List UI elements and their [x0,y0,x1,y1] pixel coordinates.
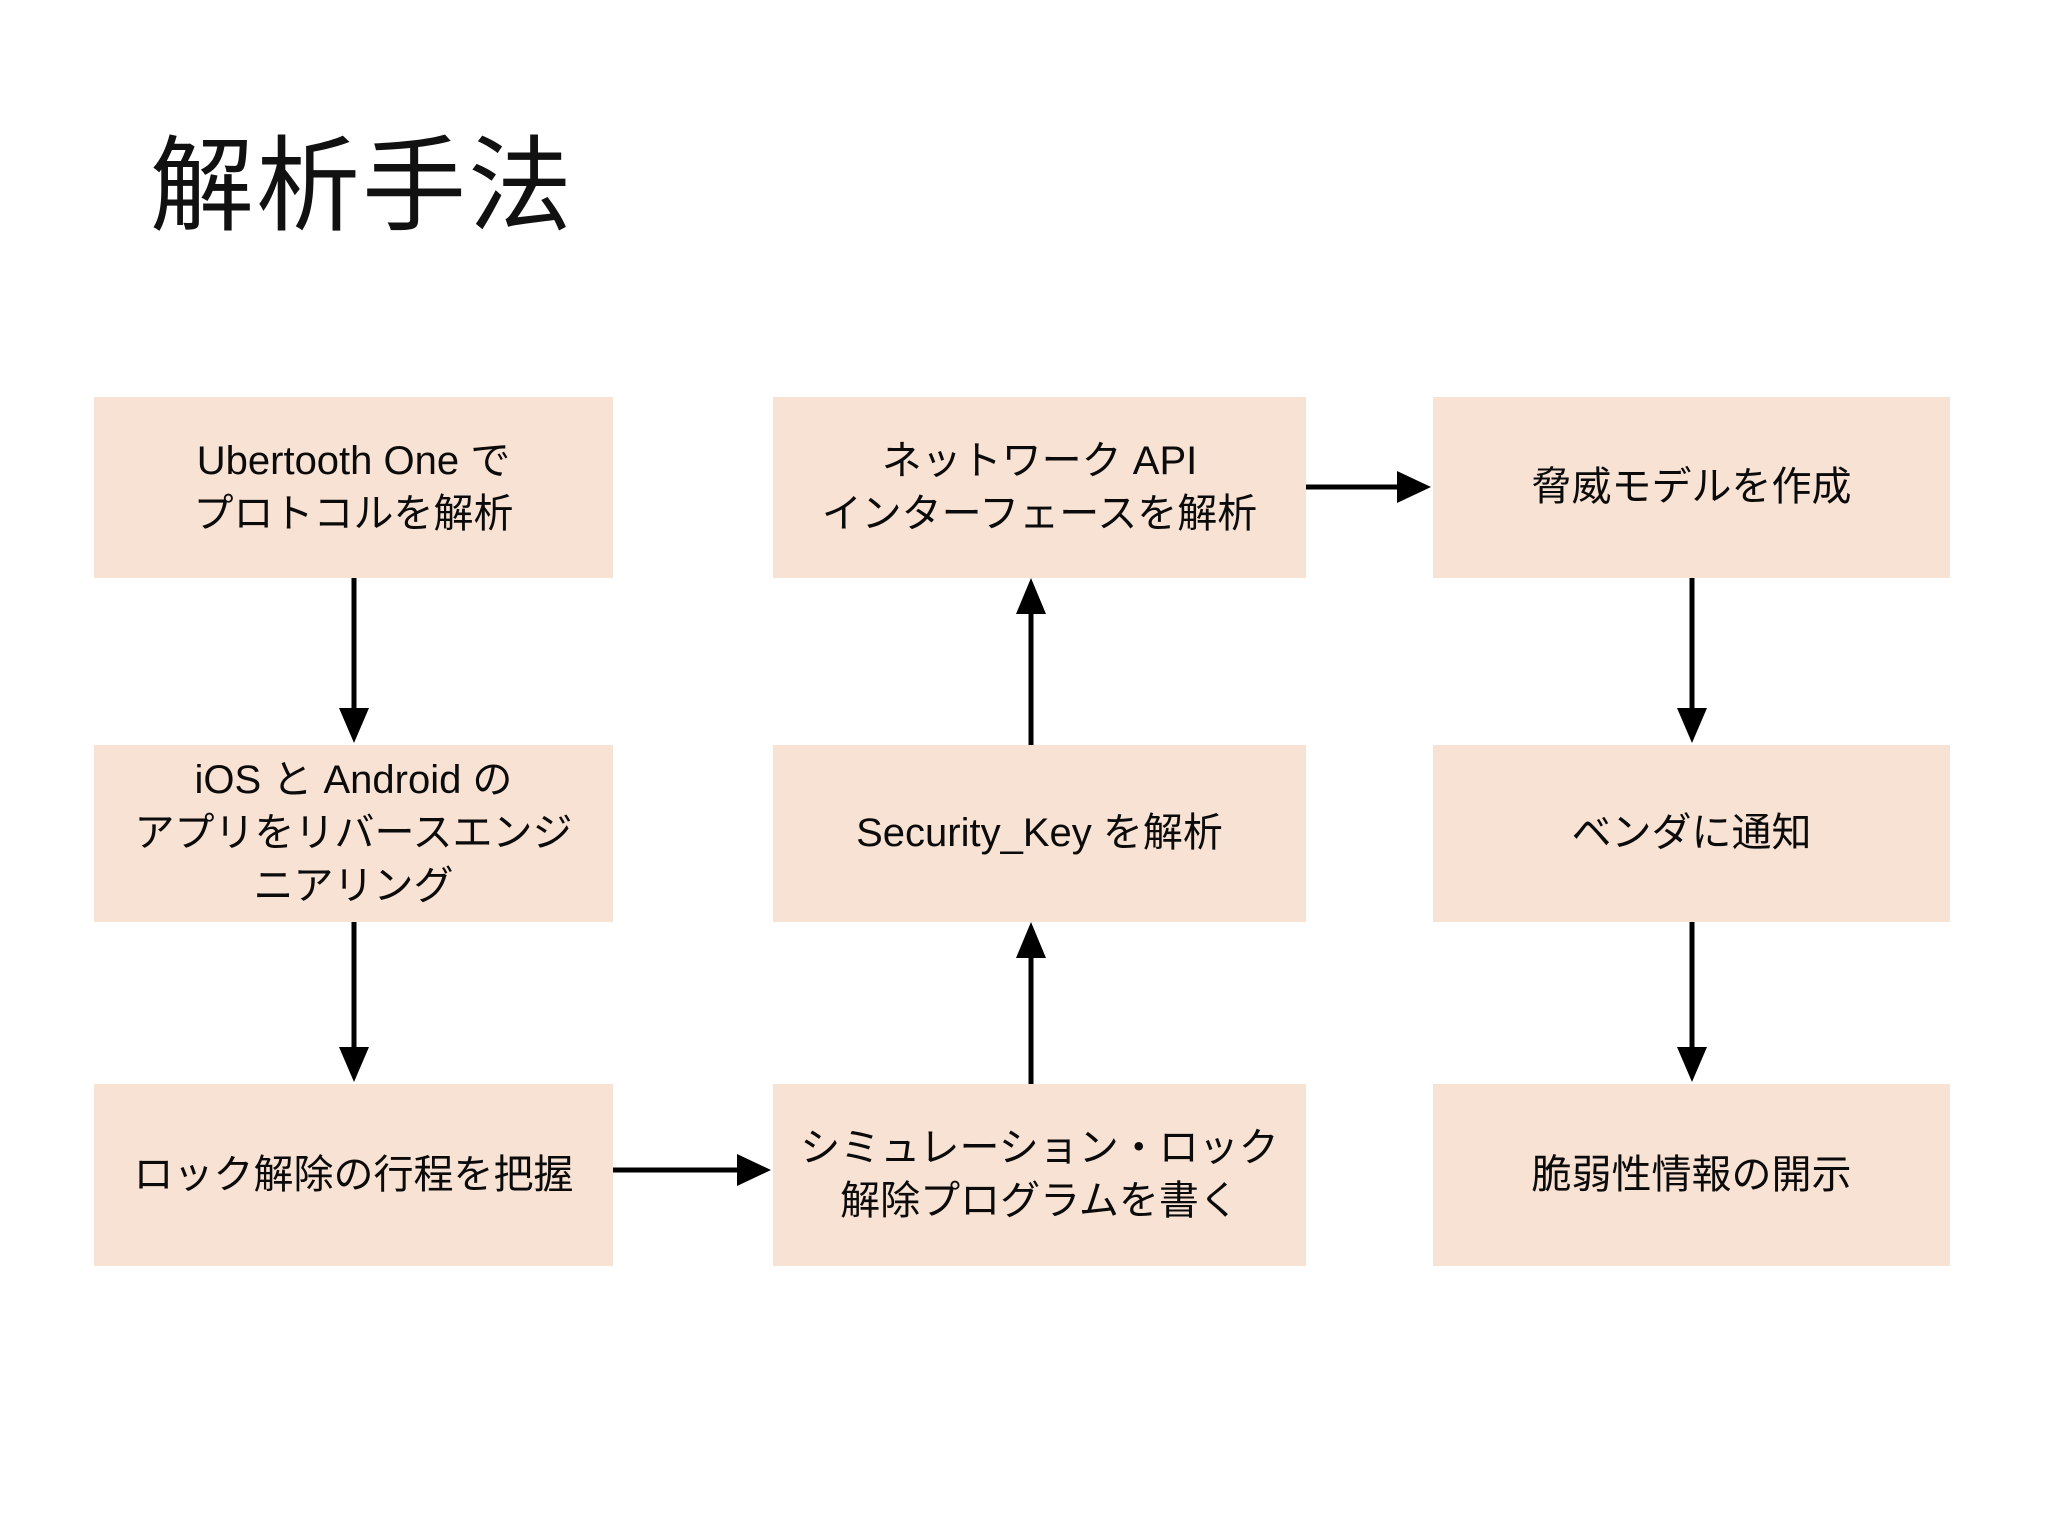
flow-node-unlock-process[interactable]: ロック解除の行程を把握 [94,1084,613,1266]
flow-node-ubertooth-protocol[interactable]: Ubertooth One で プロトコルを解析 [94,397,613,578]
flow-node-simulation-program[interactable]: シミュレーション・ロック 解除プログラムを書く [773,1084,1306,1266]
arrow-up-simulation-to-security-key [1007,922,1055,1084]
arrow-down-reverse-to-unlock [330,922,378,1084]
flow-node-reverse-engineering[interactable]: iOS と Android の アプリをリバースエンジ ニアリング [94,745,613,922]
arrow-up-security-key-to-network-api [1007,578,1055,745]
page-title: 解析手法 [150,129,575,245]
flow-node-network-api[interactable]: ネットワーク API インターフェースを解析 [773,397,1306,578]
arrow-right-network-api-to-threat-model [1306,465,1433,509]
flow-node-vendor-notify[interactable]: ベンダに通知 [1433,745,1950,922]
arrow-down-vendor-to-disclosure [1668,922,1716,1084]
flow-node-vuln-disclosure[interactable]: 脆弱性情報の開示 [1433,1084,1950,1266]
flow-node-threat-model[interactable]: 脅威モデルを作成 [1433,397,1950,578]
flow-node-security-key[interactable]: Security_Key を解析 [773,745,1306,922]
arrow-down-ubertooth-to-reverse [330,578,378,745]
arrow-right-unlock-to-simulation [613,1148,773,1192]
arrow-down-threat-model-to-vendor [1668,578,1716,745]
